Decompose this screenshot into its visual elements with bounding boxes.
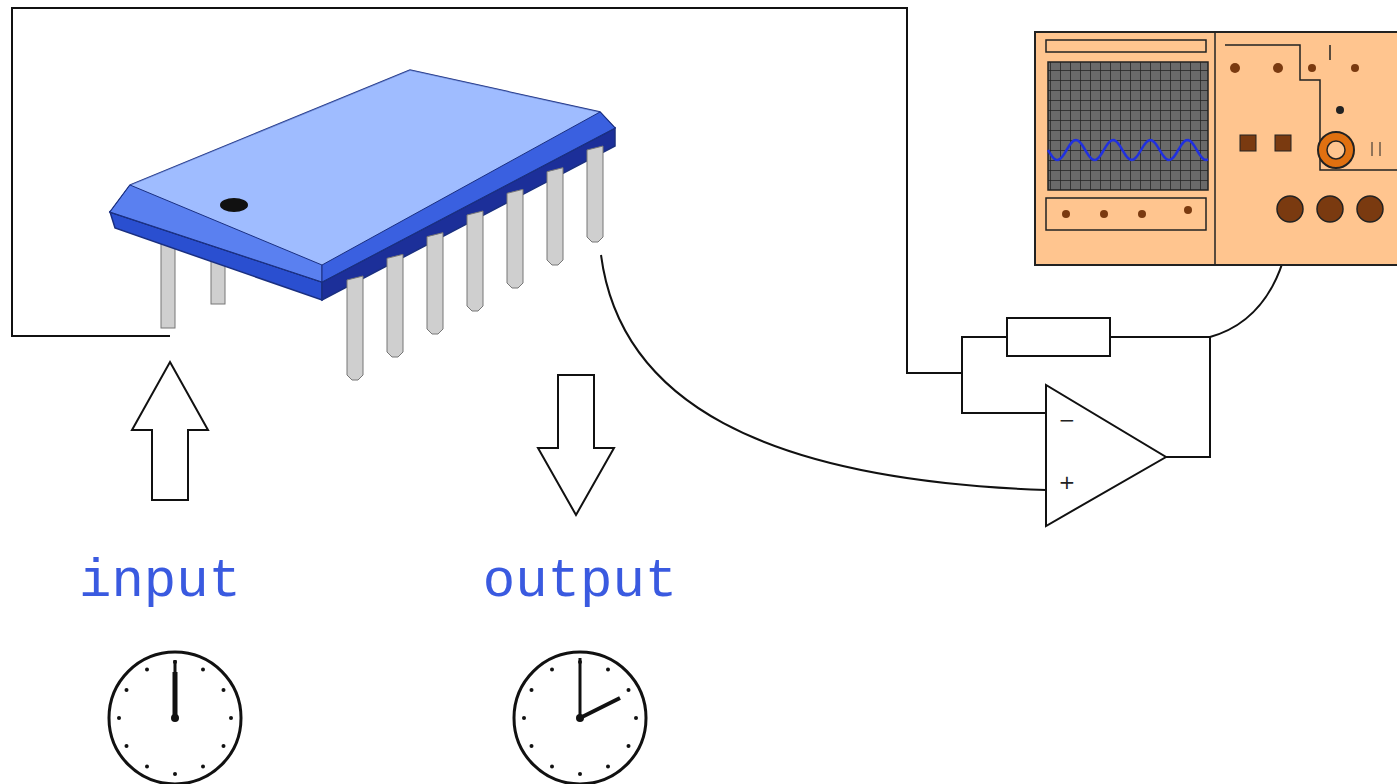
- chip-pin: [347, 276, 363, 380]
- input-label: input: [79, 555, 241, 609]
- ic-chip: [110, 70, 615, 380]
- opamp-symbol: [1046, 385, 1166, 526]
- oscilloscope: [1035, 32, 1397, 265]
- chip-pin: [507, 189, 523, 288]
- clock-icon: [109, 652, 241, 784]
- chip-pin: [387, 254, 403, 357]
- noninverting-input-sign: +: [1059, 472, 1076, 492]
- input-wire: [12, 8, 962, 373]
- chip-pin: [587, 146, 603, 242]
- chip-pin: [467, 211, 483, 311]
- output-arrow: [538, 375, 614, 515]
- input-arrow: [132, 362, 208, 500]
- chip-pin: [547, 168, 563, 265]
- wire: [962, 373, 1046, 413]
- chip-pin: [427, 233, 443, 334]
- inverting-input-sign: −: [1059, 410, 1076, 430]
- output-wire: [601, 255, 1046, 490]
- clock-icon: [514, 652, 646, 784]
- output-label: output: [483, 555, 677, 609]
- resistor-symbol: [1007, 318, 1110, 356]
- wire: [962, 337, 1007, 373]
